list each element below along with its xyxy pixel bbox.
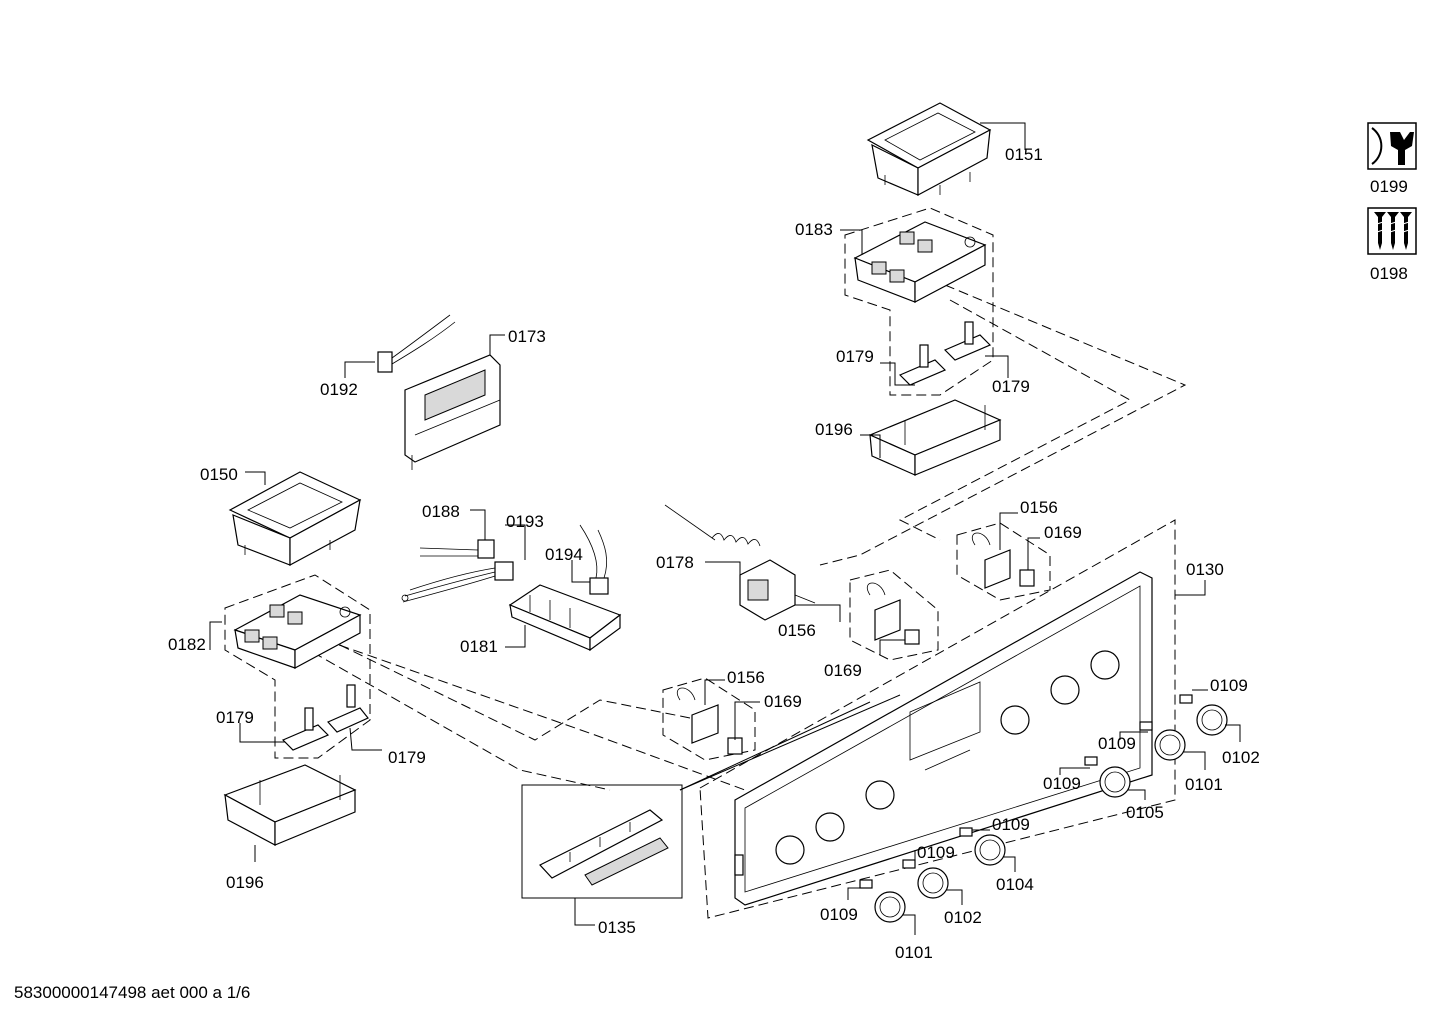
label-0181: 0181 [460,637,498,656]
part-0196-bracket-right [868,399,1002,476]
label-0182: 0182 [168,635,206,654]
part-0156-0169-left [677,687,743,755]
part-0188-0193-wiring [401,539,514,603]
part-0130-control-panel [734,571,1153,906]
label-0188: 0188 [422,502,460,521]
part-0135-switch-strip [539,809,669,886]
part-0196-bracket-left [223,764,357,846]
label-0156-c: 0156 [727,668,765,687]
part-0179-switches-left [281,684,369,751]
label-0109-e: 0109 [917,843,955,862]
wrench-icon [1367,122,1417,170]
label-0169-c: 0169 [764,692,802,711]
document-code: 58300000147498 aet 000 a 1/6 [14,983,251,1002]
label-0101-b: 0101 [895,943,933,962]
label-0156-b: 0156 [778,621,816,640]
label-0179-b: 0179 [992,377,1030,396]
label-0169-a: 0169 [1044,523,1082,542]
label-0178: 0178 [656,553,694,572]
label-0102-b: 0102 [944,908,982,927]
part-0179-switches-right [898,321,992,386]
label-0173: 0173 [508,327,546,346]
part-0194-connector [579,524,609,595]
label-0179-c: 0179 [216,708,254,727]
label-0109-f: 0109 [820,905,858,924]
part-0156-0169-middle [867,582,920,645]
part-0173-clock-module [404,354,501,470]
label-0109-d: 0109 [992,815,1030,834]
label-0169-b: 0169 [824,661,862,680]
label-0150: 0150 [200,465,238,484]
assembly-dashed-lines [299,284,1187,791]
label-0179-a: 0179 [836,347,874,366]
part-0150-tray [228,471,362,567]
part-knobs [859,694,1228,923]
label-0109-b: 0109 [1098,734,1136,753]
part-0183-switch-block [853,221,987,303]
label-0130: 0130 [1186,560,1224,579]
label-0102-a: 0102 [1222,748,1260,767]
part-0156-0169-right [972,532,1035,589]
screws-icon [1367,207,1417,255]
label-0105: 0105 [1126,803,1164,822]
label-0183: 0183 [795,220,833,239]
part-0192-connector [377,314,456,373]
label-0199: 0199 [1370,177,1408,196]
label-0194: 0194 [545,545,583,564]
label-0109-a: 0109 [1210,676,1248,695]
label-0151: 0151 [1005,145,1043,164]
label-0109-c: 0109 [1043,774,1081,793]
part-0182-switch-block [233,594,362,670]
label-0192: 0192 [320,380,358,399]
part-0151-tray [866,102,992,197]
label-0135: 0135 [598,918,636,937]
label-0196-a: 0196 [815,420,853,439]
label-0101-a: 0101 [1185,775,1223,794]
label-0179-d: 0179 [388,748,426,767]
part-0135-detail-box [521,784,683,899]
label-0198: 0198 [1370,264,1408,283]
label-0156-a: 0156 [1020,498,1058,517]
label-0196-b: 0196 [226,873,264,892]
label-0104: 0104 [996,875,1034,894]
label-0193: 0193 [506,512,544,531]
part-0181-terminal-block [508,584,622,652]
